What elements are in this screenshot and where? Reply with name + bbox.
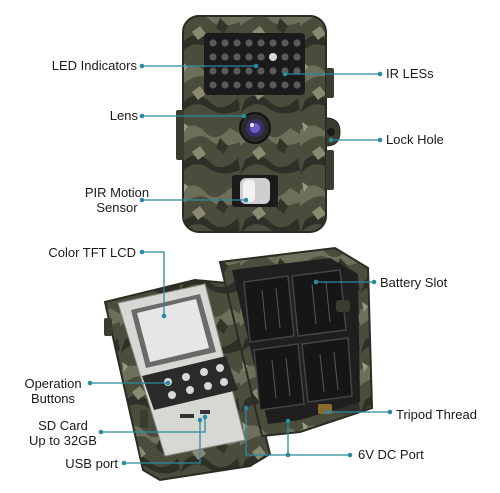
leader-dot — [253, 63, 259, 69]
label-sd-card: SD Card Up to 32GB — [24, 418, 102, 448]
ir-led-dot — [221, 81, 229, 89]
label-lens: Lens — [109, 108, 138, 123]
label-sd-line1: SD Card — [38, 418, 88, 433]
ir-led-dot — [245, 81, 253, 89]
ir-led-dot — [257, 39, 265, 47]
label-dc-port: 6V DC Port — [358, 447, 424, 462]
ir-led-dot — [257, 81, 265, 89]
leader-dot — [371, 279, 377, 285]
battery-slot-icon — [243, 269, 353, 411]
ir-led-dot — [221, 53, 229, 61]
ir-led-dot — [221, 39, 229, 47]
leader-dot — [387, 409, 393, 415]
ir-led-dot — [293, 81, 301, 89]
ir-led-dot — [269, 81, 277, 89]
ir-led-dot — [281, 39, 289, 47]
ir-led-dot — [245, 67, 253, 75]
leader-dc-port-2 — [245, 408, 288, 456]
buttons-icon — [164, 364, 228, 399]
ir-led-dot — [269, 39, 277, 47]
leader-dot — [197, 417, 203, 423]
leader-dot — [285, 418, 291, 424]
label-ir-leds: IR LESs — [386, 66, 434, 81]
label-operation-buttons: Operation Buttons — [14, 376, 92, 406]
ir-led-panel — [204, 33, 305, 95]
ir-led-dot — [245, 53, 253, 61]
ir-led-dot — [281, 81, 289, 89]
leader-lines — [87, 63, 393, 466]
leader-dot — [202, 414, 208, 420]
ir-led-dot — [269, 67, 277, 75]
leader-dot — [161, 313, 167, 319]
leader-dot — [377, 137, 383, 143]
led-indicator-icon — [269, 53, 277, 61]
leader-dot — [139, 197, 145, 203]
leader-dot — [328, 137, 334, 143]
camera-front — [176, 15, 341, 233]
ir-led-dot — [233, 81, 241, 89]
leader-dot — [139, 63, 145, 69]
label-usb-port: USB port — [65, 456, 118, 471]
ir-led-dot — [233, 67, 241, 75]
leader-tft-lcd — [142, 251, 165, 316]
leader-dot — [282, 71, 288, 77]
leader-usb-port — [124, 420, 201, 464]
leader-dot — [285, 452, 291, 458]
pir-sensor-icon — [232, 175, 278, 207]
label-tripod-thread: Tripod Thread — [396, 407, 477, 422]
label-color-tft-lcd: Color TFT LCD — [48, 245, 136, 260]
label-pir-motion-sensor: PIR Motion Sensor — [69, 185, 165, 215]
label-led-indicators: LED Indicators — [51, 58, 137, 73]
leader-dot — [121, 460, 127, 466]
label-pir-line1: PIR Motion — [84, 185, 150, 200]
leader-dot — [347, 452, 353, 458]
leader-dot — [139, 113, 145, 119]
ir-led-dot — [221, 67, 229, 75]
leader-dot — [243, 197, 249, 203]
ir-led-dot — [233, 39, 241, 47]
ir-led-dot — [293, 67, 301, 75]
leader-dot — [324, 409, 330, 415]
label-operation-line1: Operation — [24, 376, 82, 391]
ir-led-dot — [233, 53, 241, 61]
leader-dot — [243, 405, 249, 411]
camera-open — [103, 246, 374, 482]
label-lock-hole: Lock Hole — [386, 132, 444, 147]
leader-dot — [87, 380, 93, 386]
label-pir-line2: Sensor — [96, 200, 138, 215]
ir-led-dot — [293, 53, 301, 61]
leader-dot — [313, 279, 319, 285]
ir-led-dot — [209, 67, 217, 75]
leader-dot — [377, 71, 383, 77]
ir-led-dot — [257, 53, 265, 61]
ir-led-dot — [293, 39, 301, 47]
label-sd-line2: Up to 32GB — [29, 433, 97, 448]
leader-dot — [139, 249, 145, 255]
ir-led-dot — [209, 53, 217, 61]
leader-dot — [98, 429, 104, 435]
ir-led-dot — [281, 53, 289, 61]
ir-led-dot — [257, 67, 265, 75]
ir-led-dot — [245, 39, 253, 47]
lens-icon — [239, 112, 271, 144]
leader-sd-card — [101, 417, 206, 433]
ir-led-dot — [209, 81, 217, 89]
leader-dot — [241, 113, 247, 119]
ir-led-dot — [209, 39, 217, 47]
label-battery-slot: Battery Slot — [380, 275, 448, 290]
label-operation-line2: Buttons — [30, 391, 76, 406]
operation-buttons-panel — [142, 356, 238, 410]
leader-dot — [165, 380, 171, 386]
